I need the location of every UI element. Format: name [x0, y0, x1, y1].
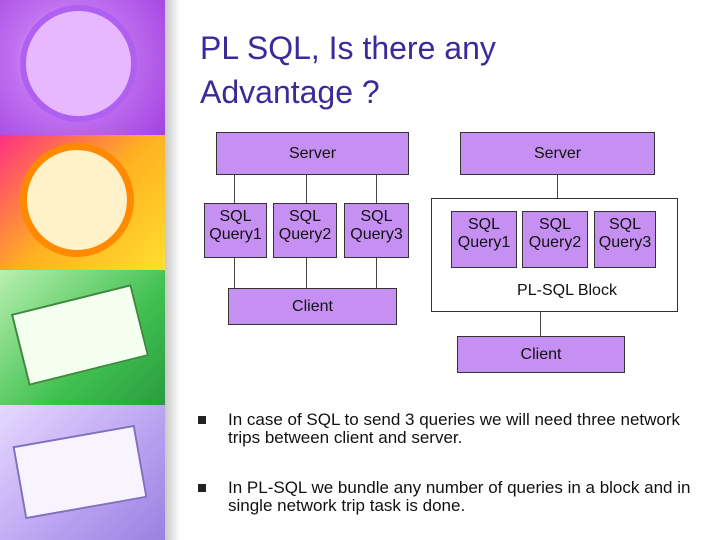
- papers-panel-lilac: [0, 405, 170, 540]
- query-line: SQL: [288, 208, 321, 225]
- left-client-label: Client: [292, 298, 333, 315]
- query-line: SQL: [467, 216, 500, 233]
- right-query-box-2: SQL Query2: [522, 211, 588, 268]
- slide-title: PL SQL, Is there any Advantage ?: [200, 26, 680, 114]
- query-line: Query1: [209, 226, 262, 243]
- clock-panel-purple: [0, 0, 170, 135]
- right-server-box: Server: [460, 132, 655, 175]
- query-line: Query3: [350, 226, 403, 243]
- connector: [557, 175, 558, 198]
- connector: [376, 175, 377, 203]
- left-client-box: Client: [228, 288, 397, 325]
- query-line: Query3: [598, 234, 652, 251]
- connector: [306, 258, 307, 288]
- query-line: Query2: [278, 226, 332, 243]
- connector: [306, 175, 307, 203]
- query-line: SQL: [360, 208, 393, 225]
- title-line-2: Advantage ?: [200, 74, 380, 110]
- right-client-label: Client: [520, 346, 562, 363]
- left-server-label: Server: [288, 145, 337, 162]
- bullet-marker: [198, 416, 206, 424]
- query-line: SQL: [219, 208, 252, 225]
- bullet-text-1: In case of SQL to send 3 queries we will…: [228, 410, 681, 447]
- right-query-box-3: SQL Query3: [594, 211, 656, 268]
- query-line: SQL: [538, 216, 571, 233]
- connector: [234, 175, 235, 203]
- left-server-box: Server: [216, 132, 409, 175]
- papers-icon: [10, 284, 150, 386]
- bullet-marker: [198, 484, 206, 492]
- stripe-shadow: [165, 0, 180, 540]
- left-query-box-1: SQL Query1: [204, 203, 267, 258]
- papers-panel-green: [0, 270, 170, 405]
- right-query-box-1: SQL Query1: [451, 211, 517, 268]
- papers-icon: [12, 424, 148, 520]
- decorative-image-stripe: [0, 0, 180, 540]
- bullet-text-2: In PL-SQL we bundle any number of querie…: [228, 478, 691, 515]
- connector: [376, 258, 377, 288]
- clock-icon: [20, 143, 134, 257]
- connector: [540, 312, 541, 336]
- title-line-1: PL SQL, Is there any: [200, 30, 496, 66]
- right-client-box: Client: [457, 336, 625, 373]
- connector: [234, 258, 235, 288]
- plsql-block-label: PL-SQL Block: [517, 282, 617, 299]
- query-line: SQL: [608, 216, 641, 233]
- query-line: Query1: [457, 234, 511, 251]
- clock-icon: [20, 5, 137, 122]
- query-line: Query2: [528, 234, 582, 251]
- clock-panel-orange: [0, 135, 170, 270]
- right-server-label: Server: [533, 145, 582, 162]
- left-query-box-3: SQL Query3: [344, 203, 409, 258]
- left-query-box-2: SQL Query2: [273, 203, 337, 258]
